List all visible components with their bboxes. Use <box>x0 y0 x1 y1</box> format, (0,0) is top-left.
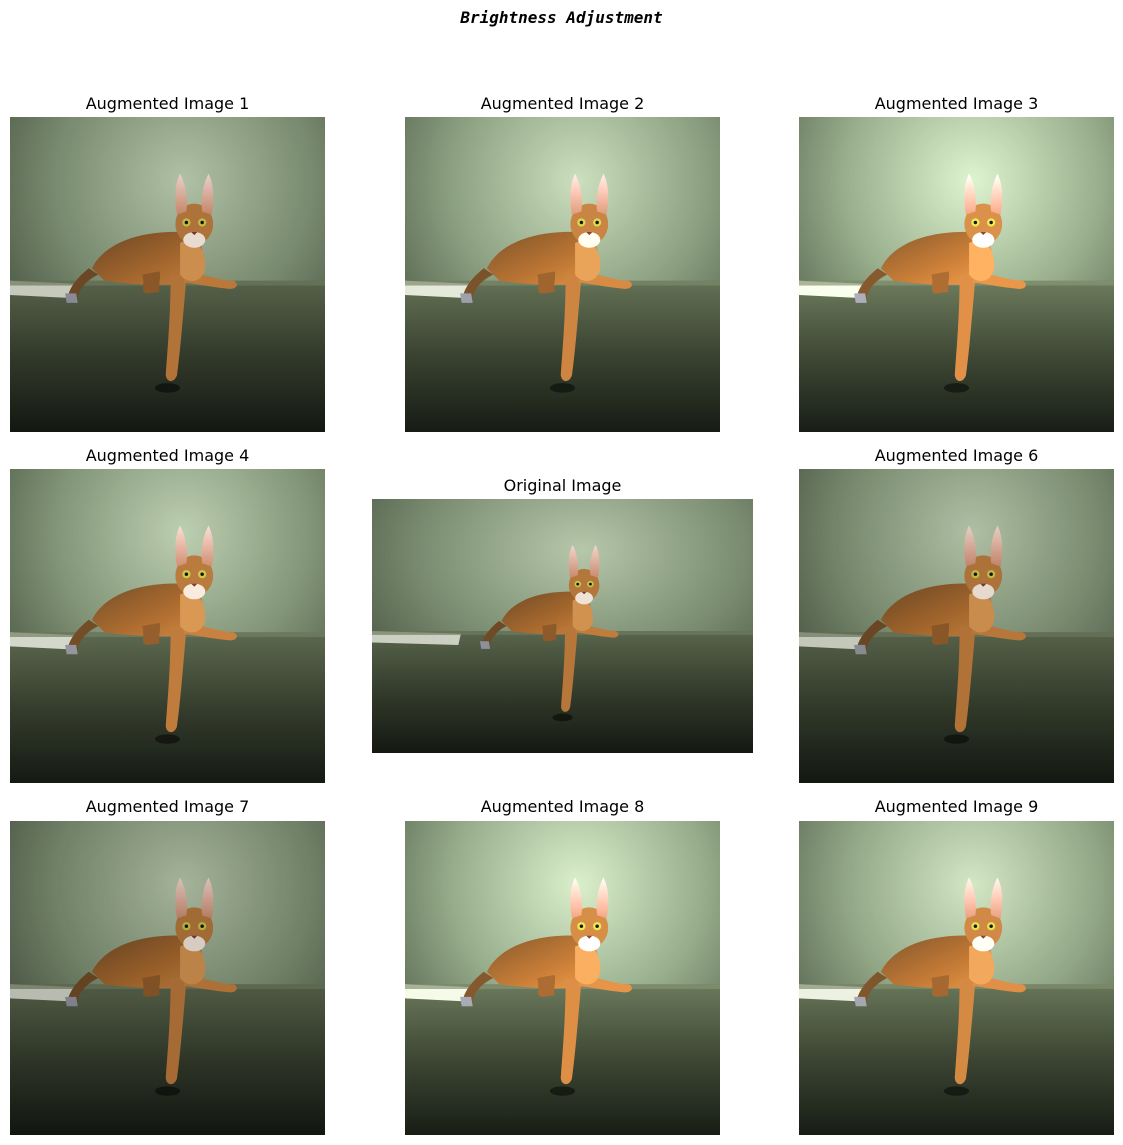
augmented-image-9 <box>799 821 1114 1135</box>
augmented-image-1 <box>10 117 325 432</box>
cat-photo-icon <box>405 117 720 432</box>
panel-title: Augmented Image 6 <box>874 446 1039 465</box>
cat-photo-icon <box>799 469 1114 783</box>
cat-photo-icon <box>405 821 720 1135</box>
cat-photo-icon <box>10 821 325 1135</box>
cat-photo-icon <box>372 499 753 753</box>
augmented-image-7 <box>10 821 325 1135</box>
original-image <box>372 499 753 753</box>
augmented-image-3 <box>799 117 1114 432</box>
augmented-image-2 <box>405 117 720 432</box>
augmented-image-6 <box>799 469 1114 783</box>
panel-title: Augmented Image 1 <box>85 94 250 113</box>
augmented-image-8 <box>405 821 720 1135</box>
panel-title: Augmented Image 8 <box>480 797 645 816</box>
cat-photo-icon <box>10 469 325 783</box>
panel-title: Original Image <box>503 476 622 495</box>
panel-title: Augmented Image 2 <box>480 94 645 113</box>
panel-title: Augmented Image 3 <box>874 94 1039 113</box>
cat-photo-icon <box>799 117 1114 432</box>
figure-title: Brightness Adjustment <box>460 8 663 27</box>
panel-title: Augmented Image 4 <box>85 446 250 465</box>
cat-photo-icon <box>799 821 1114 1135</box>
augmented-image-4 <box>10 469 325 783</box>
cat-photo-icon <box>10 117 325 432</box>
panel-title: Augmented Image 7 <box>85 797 250 816</box>
panel-title: Augmented Image 9 <box>874 797 1039 816</box>
